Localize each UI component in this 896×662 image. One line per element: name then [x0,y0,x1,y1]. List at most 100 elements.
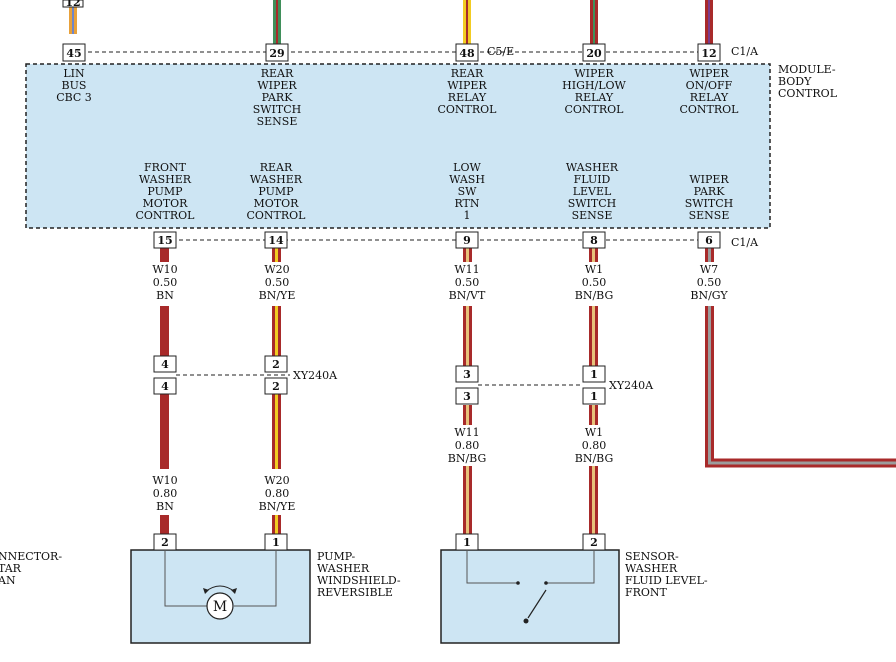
inline-right-name: XY240A [609,379,654,392]
bottom-pin-9: 9 [463,234,471,247]
fn-wf-2: FLUID [574,173,611,186]
fn-rp-3: PARK [262,91,294,104]
pump-box [130,549,311,644]
wire-w10-a [160,248,169,262]
sensor-label-1: SENSOR- [625,550,679,563]
inline-connector-left: 4 4 2 2 XY240A [153,355,338,395]
inline-right-pin-3a [455,365,479,383]
motor-icon [206,592,234,620]
fn-lw-3: SW [458,185,478,198]
fn-rp-5: SENSE [257,115,298,128]
top-pin-box-48 [455,43,479,62]
pump-label-1: PUMP- [317,550,356,563]
pump-label-3: WINDSHIELD- [317,574,401,587]
bottom-pin-box-14 [264,231,288,249]
fn-wp-4: SENSE [689,209,730,222]
module-label-line-2: BODY [778,75,812,88]
w1-upper-size: 0.50 [582,276,607,289]
top-pin-box-45 [62,43,86,62]
top-pin-functions: LIN BUS CBC 3 REAR WIPER PARK SWITCH SEN… [56,67,739,128]
pump-pin-1: 1 [272,536,280,549]
top-pin-num-lin: 12 [65,0,80,9]
fn-rw-1: REAR [260,161,293,174]
inline-right-pin-1b-label: 1 [590,390,598,403]
pump-washer-component: 2 1 M PUMP- WASHER WINDSHIELD- REVERSIBL… [130,533,401,644]
body-control-module [25,63,771,229]
w20-upper-size: 0.50 [265,276,290,289]
inline-left-pin-4b-label: 4 [161,380,169,393]
sensor-pin-1: 1 [463,536,471,549]
bottom-pin-14: 14 [268,234,284,247]
wire-w7-a-stripe [708,248,711,262]
module-label: MODULE- BODY CONTROL [778,63,838,100]
w1-lower-id: W1 [585,426,603,439]
w1-upper-id: W1 [585,263,603,276]
top-pin-45: 45 [66,47,81,60]
wire-w1-b-stripe [592,306,595,366]
inline-left-pin-4a [153,355,177,373]
bottom-pin-box-9 [455,231,479,249]
sensor-washer-fluid-component: 1 2 SENSOR- WASHER FLUID LEVEL- FRONT [440,533,708,644]
w7-upper-color: BN/GY [690,289,728,302]
bottom-pin-8: 8 [590,234,598,247]
top-wire-rear-relay-stripe [466,0,468,44]
sensor-box [440,549,620,644]
pump-label-2: WASHER [317,562,370,575]
inline-left-pin-2b [264,377,288,395]
wire-w20-c-stripe [275,394,278,469]
fn-oo-4: CONTROL [679,103,739,116]
lower-wire-labels-left: W10 0.80 BN W20 0.80 BN/YE [152,474,295,513]
top-pin-29: 29 [269,47,284,60]
sensor-pin-2: 2 [590,536,598,549]
w1-upper-color: BN/BG [575,289,614,302]
bottom-pin-functions: FRONT WASHER PUMP MOTOR CONTROL REAR WAS… [135,161,733,222]
wire-w10-d [160,515,169,535]
w10-upper-color: BN [156,289,174,302]
bottom-pin-15: 15 [157,234,172,247]
w1-lower-size: 0.80 [582,439,607,452]
fn-rr-1: REAR [451,67,484,80]
offpage-connector-label: NNECTOR- TAR AN [0,550,62,587]
w11-lower-size: 0.80 [455,439,480,452]
fn-wp-1: WIPER [689,173,729,186]
inline-right-pin-3b-label: 3 [463,390,471,403]
reversible-arrow-right-head [231,588,237,594]
fn-oo-3: RELAY [690,91,729,104]
module-label-line-1: MODULE- [778,63,836,76]
fn-rr-3: RELAY [448,91,487,104]
fn-rp-1: REAR [261,67,294,80]
module-label-line-3: CONTROL [778,87,838,100]
upper-wire-labels: W10 0.50 BN W20 0.50 BN/YE W11 0.50 BN/V… [152,263,728,302]
fn-wf-5: SENSE [572,209,613,222]
fn-lw-5: 1 [464,209,471,222]
fn-rw-5: CONTROL [246,209,306,222]
top-wire-hilo-stripe [593,0,595,44]
w20-upper-id: W20 [264,263,289,276]
switch-contact-right [544,581,548,585]
fn-rw-2: WASHER [250,173,303,186]
wire-w20-a-stripe [275,248,278,262]
bottom-pin-box-15 [153,231,177,249]
w10-lower-color: BN [156,500,174,513]
fn-wp-3: SWITCH [685,197,734,210]
bottom-pin-boxes: 15 14 9 8 6 [153,231,721,249]
fn-hl-3: RELAY [575,91,614,104]
inline-left-pin-2b-label: 2 [272,380,280,393]
fn-rw-4: MOTOR [254,197,300,210]
fn-fw-4: MOTOR [143,197,189,210]
connector-c1a-top-label: C1/A [731,45,759,58]
fn-hl-4: CONTROL [564,103,624,116]
sensor-label-3: FLUID LEVEL- [625,574,708,587]
inline-left-name: XY240A [293,369,338,382]
w1-lower-color: BN/BG [575,452,614,465]
inline-right-pin-1a-label: 1 [590,368,598,381]
wire-w1-d-stripe [592,466,595,535]
fn-rr-4: CONTROL [437,103,497,116]
wire-w7-b-stripe [708,306,896,465]
top-pin-box-12 [697,43,721,62]
switch-lever-icon [527,589,547,619]
fn-lin-2: BUS [62,79,87,92]
wire-w11-b-stripe [466,306,469,366]
fn-hl-1: WIPER [574,67,614,80]
